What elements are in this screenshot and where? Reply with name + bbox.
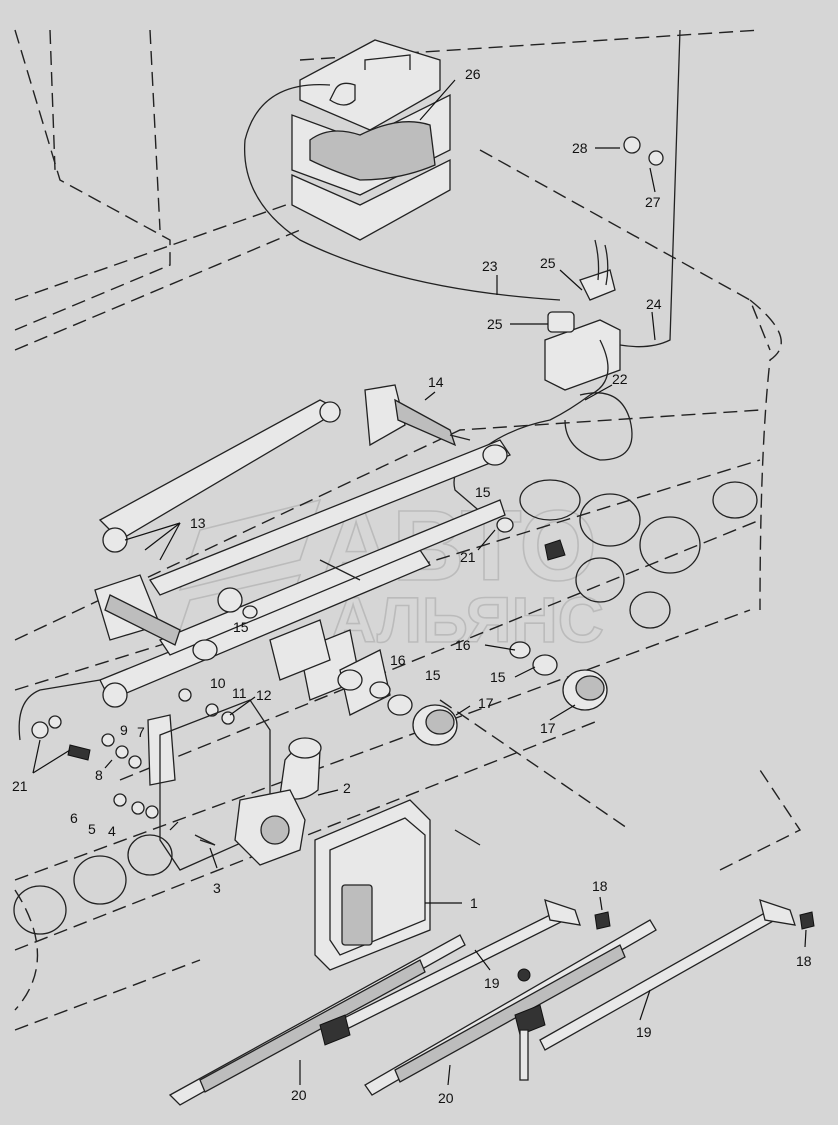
- callout-27: 27: [645, 194, 661, 210]
- motor-cover: [314, 799, 481, 971]
- callout-25-top: 25: [540, 255, 556, 271]
- callout-14: 14: [428, 374, 444, 390]
- callout-28: 28: [572, 140, 588, 156]
- hose-clamps: [623, 136, 664, 166]
- washer-reservoir: [243, 39, 561, 301]
- callout-19-right: 19: [636, 1024, 652, 1040]
- callout-11: 11: [232, 685, 247, 701]
- callout-4: 4: [108, 823, 116, 839]
- callout-5: 5: [88, 821, 96, 837]
- wiper-motor: [159, 699, 322, 871]
- callout-13: 13: [190, 515, 206, 531]
- callout-25-bottom: 25: [487, 316, 503, 332]
- callout-18-right: 18: [796, 953, 812, 969]
- callout-15-top: 15: [475, 484, 491, 500]
- callout-7: 7: [137, 724, 145, 740]
- callout-17-right: 17: [540, 720, 556, 736]
- callout-19-left: 19: [484, 975, 500, 991]
- front-panel-holes: [13, 479, 758, 935]
- callout-22: 22: [612, 371, 628, 387]
- callout-2: 2: [343, 780, 351, 796]
- callout-20-left: 20: [291, 1087, 307, 1103]
- callout-17-mid: 17: [478, 695, 494, 711]
- bushings-nuts: [192, 444, 608, 746]
- callout-24: 24: [646, 296, 662, 312]
- callout-15-left: 15: [233, 619, 249, 635]
- callout-12: 12: [256, 687, 272, 703]
- callout-15-mid: 15: [425, 667, 441, 683]
- callout-21-left: 21: [12, 778, 28, 794]
- callout-21-mid: 21: [460, 549, 476, 565]
- callout-6: 6: [70, 810, 78, 826]
- callout-10: 10: [210, 675, 226, 691]
- callout-labels: 26 28 27 25 23 24 25 22 14 15 13 21 15 1…: [12, 66, 812, 1106]
- callout-20-right: 20: [438, 1090, 454, 1106]
- callout-16-mid: 16: [390, 652, 406, 668]
- callout-18-mid: 18: [592, 878, 608, 894]
- watermark-line2: АЛЬЯНС: [330, 584, 604, 656]
- callout-3: 3: [213, 880, 221, 896]
- wiper-blades: [168, 919, 657, 1106]
- leader-lines: [32, 79, 807, 1086]
- callout-8: 8: [95, 767, 103, 783]
- callout-15-right: 15: [490, 669, 506, 685]
- callout-16-right: 16: [455, 637, 471, 653]
- callout-1: 1: [470, 895, 478, 911]
- callout-9: 9: [120, 722, 128, 738]
- callout-26: 26: [465, 66, 481, 82]
- hardware-left: [31, 539, 566, 846]
- callout-23: 23: [482, 258, 498, 274]
- wiper-arms: [339, 899, 815, 1051]
